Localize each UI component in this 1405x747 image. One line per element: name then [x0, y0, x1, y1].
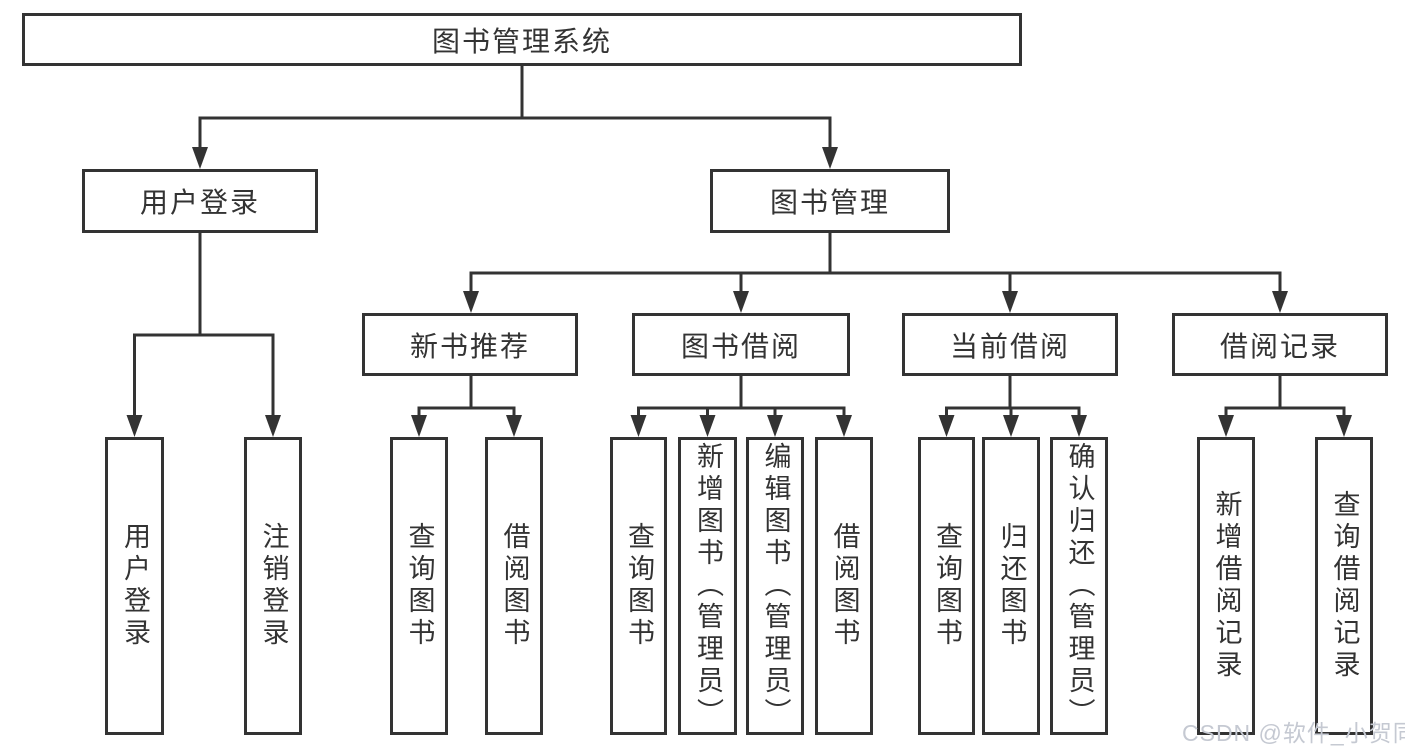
leaf-borrow-books-recommend-label: 借阅图书 — [499, 522, 530, 650]
node-book-borrowing-label: 图书借阅 — [680, 330, 801, 362]
node-book-management: 图书管理 — [710, 169, 950, 233]
connector-current-borrow-to-leaves — [945, 374, 1081, 421]
leaf-borrow-books: 借阅图书 — [815, 437, 873, 735]
arrowhead — [836, 415, 852, 437]
arrowhead — [411, 415, 427, 437]
node-root-library-system: 图书管理系统 — [22, 13, 1022, 66]
arrowhead — [1218, 415, 1234, 437]
leaf-add-book-admin-label: 新增图书（管理员） — [693, 442, 723, 730]
arrowhead — [1272, 291, 1288, 313]
node-user-login: 用户登录 — [82, 169, 318, 233]
leaf-return-books-label: 归还图书 — [996, 522, 1027, 650]
node-current-borrowing: 当前借阅 — [902, 313, 1118, 376]
arrowhead — [506, 415, 522, 437]
node-current-borrowing-label: 当前借阅 — [949, 330, 1070, 362]
leaf-query-books-recommend: 查询图书 — [390, 437, 448, 735]
arrowhead — [265, 415, 281, 437]
arrowhead — [192, 147, 208, 169]
connector-user-login-to-leaves — [133, 231, 275, 421]
arrowhead — [938, 415, 955, 437]
node-new-book-recommend-label: 新书推荐 — [409, 330, 530, 362]
leaf-logout: 注销登录 — [244, 437, 302, 735]
arrowhead — [1002, 291, 1018, 313]
leaf-query-borrow-record: 查询借阅记录 — [1315, 437, 1373, 735]
arrowhead — [822, 147, 838, 169]
connector-book-mgmt-to-level3 — [469, 231, 1282, 295]
arrowhead — [1003, 415, 1019, 437]
leaf-query-books-recommend-label: 查询图书 — [404, 522, 435, 650]
node-borrowing-records: 借阅记录 — [1172, 313, 1388, 376]
node-new-book-recommend: 新书推荐 — [362, 313, 578, 376]
leaf-borrow-books-label: 借阅图书 — [829, 522, 860, 650]
node-book-management-label: 图书管理 — [769, 187, 890, 218]
arrowhead — [767, 415, 783, 437]
leaf-return-books: 归还图书 — [982, 437, 1040, 735]
csdn-watermark: CSDN @软件_小贺同学 — [1182, 720, 1405, 746]
arrowhead — [463, 291, 479, 313]
arrowhead — [630, 415, 647, 437]
arrowhead — [699, 415, 716, 437]
leaf-query-books-current-label: 查询图书 — [932, 522, 962, 650]
arrowhead — [126, 415, 143, 437]
arrowhead — [733, 291, 749, 313]
node-user-login-label: 用户登录 — [139, 187, 260, 218]
leaf-confirm-return-admin: 确认归还（管理员） — [1050, 437, 1108, 735]
leaf-add-book-admin: 新增图书（管理员） — [678, 437, 737, 735]
connector-new-book-to-leaves — [417, 374, 516, 421]
node-book-borrowing: 图书借阅 — [632, 313, 850, 376]
arrowhead — [1071, 415, 1087, 437]
leaf-user-login: 用户登录 — [105, 437, 164, 735]
node-root-label: 图书管理系统 — [431, 25, 612, 57]
arrowhead — [1336, 415, 1352, 437]
leaf-edit-book-admin: 编辑图书（管理员） — [746, 437, 804, 735]
connector-borrow-records-to-leaves — [1224, 374, 1346, 421]
connector-root-to-level2 — [198, 64, 832, 151]
leaf-edit-book-admin-label: 编辑图书（管理员） — [760, 442, 791, 730]
leaf-query-books-borrow: 查询图书 — [610, 437, 667, 735]
leaf-query-books-borrow-label: 查询图书 — [624, 522, 654, 650]
arrowheads — [126, 147, 1352, 437]
leaf-add-borrow-record: 新增借阅记录 — [1197, 437, 1255, 735]
leaf-user-login-label: 用户登录 — [120, 522, 150, 650]
leaf-query-borrow-record-label: 查询借阅记录 — [1329, 490, 1360, 682]
leaf-borrow-books-recommend: 借阅图书 — [485, 437, 543, 735]
leaf-query-books-current: 查询图书 — [918, 437, 975, 735]
node-borrowing-records-label: 借阅记录 — [1219, 330, 1340, 362]
connector-book-borrow-to-leaves — [637, 374, 846, 421]
leaf-logout-label: 注销登录 — [258, 522, 289, 650]
leaf-confirm-return-admin-label: 确认归还（管理员） — [1064, 442, 1095, 730]
leaf-add-borrow-record-label: 新增借阅记录 — [1211, 490, 1242, 682]
